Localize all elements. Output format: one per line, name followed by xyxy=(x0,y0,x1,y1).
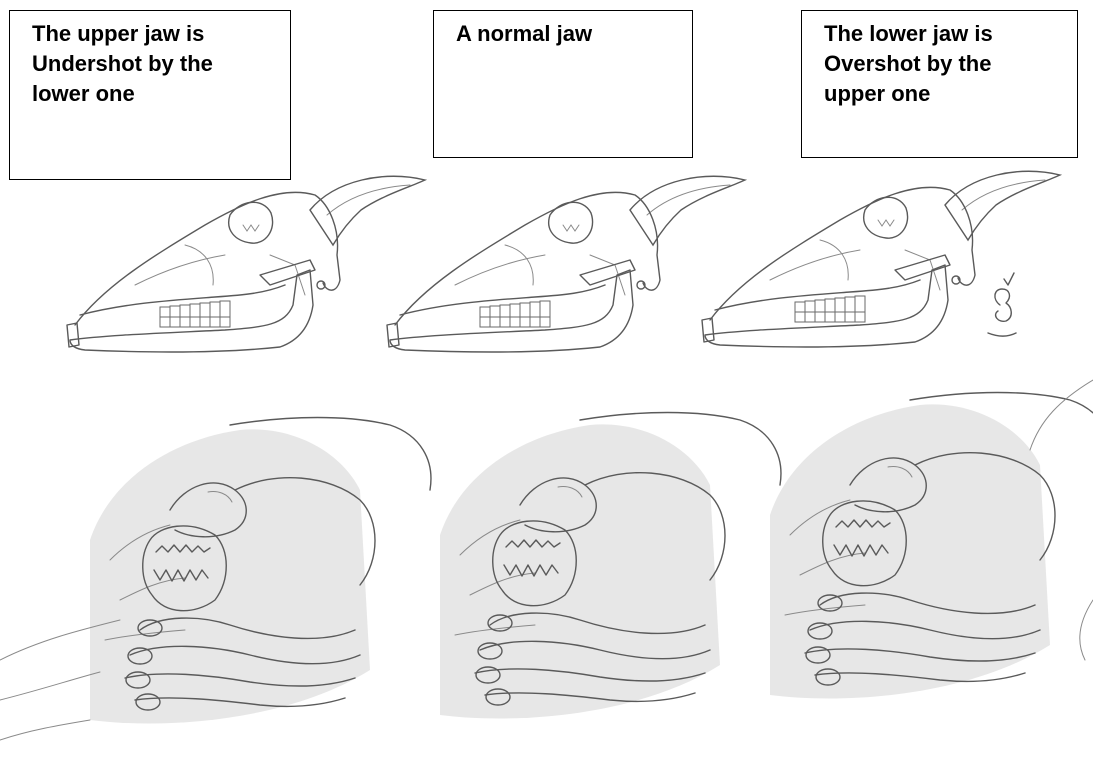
caption-normal: A normal jaw xyxy=(433,10,693,158)
goat-skull-icon xyxy=(67,176,425,352)
caption-line: Overshot by the xyxy=(824,49,1063,79)
hand-holding-mouth-icon xyxy=(440,413,781,719)
caption-line: The upper jaw is xyxy=(32,19,276,49)
caption-line: Undershot by the xyxy=(32,49,276,79)
caption-undershot: The upper jaw is Undershot by the lower … xyxy=(9,10,291,180)
caption-overshot: The lower jaw is Overshot by the upper o… xyxy=(801,10,1078,158)
hand-holding-mouth-icon xyxy=(90,418,431,724)
caption-line: The lower jaw is xyxy=(824,19,1063,49)
hand-holding-mouth-icon xyxy=(770,393,1093,699)
caption-line: lower one xyxy=(32,79,276,109)
caption-line: A normal jaw xyxy=(456,19,678,49)
goat-skull-icon xyxy=(387,176,745,352)
caption-line: upper one xyxy=(824,79,1063,109)
artist-signature-icon xyxy=(988,273,1016,336)
